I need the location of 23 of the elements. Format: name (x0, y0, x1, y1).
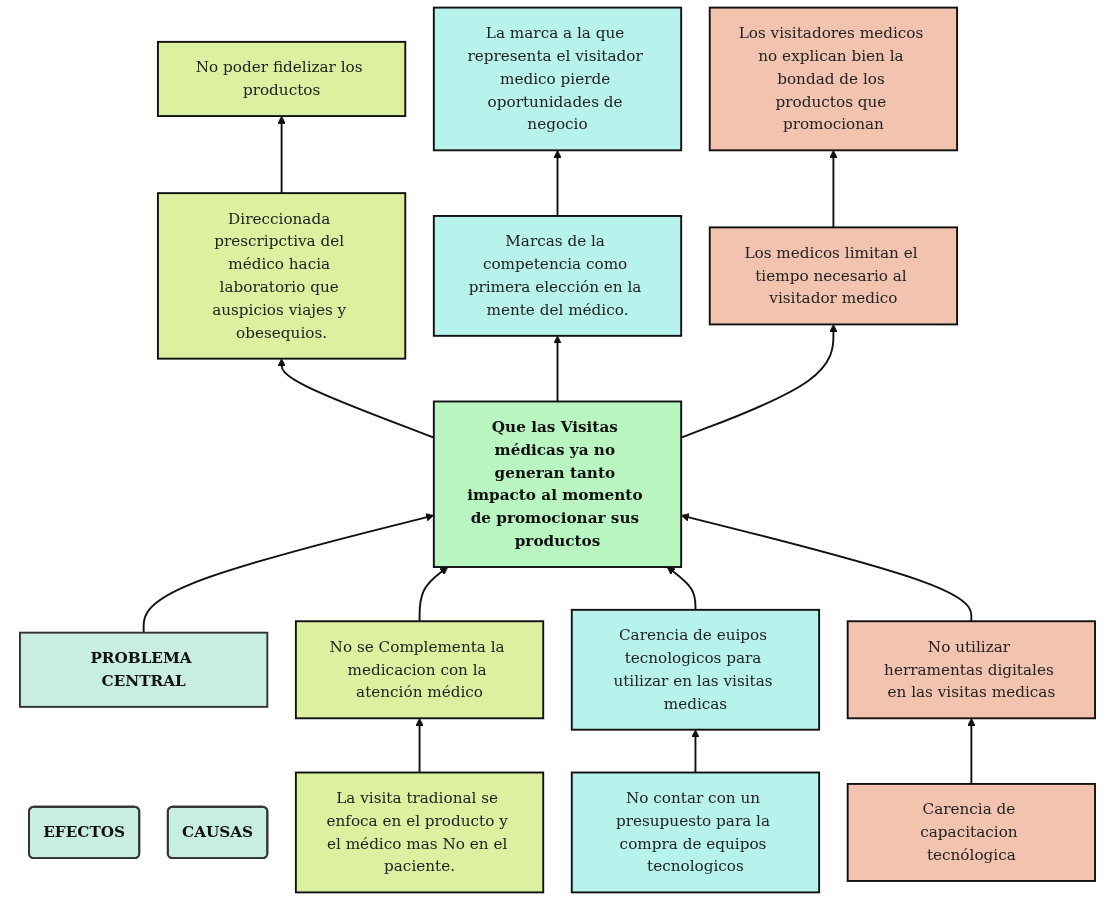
arrow (691, 729, 700, 774)
node-box: Los medicos limitan el tiempo necesario al visitador medico (708, 226, 959, 326)
arrow (277, 115, 286, 195)
node-box: Los visitadores medicos no explican bien la bondad de los productos que promocionan (708, 6, 959, 152)
arrow (415, 717, 424, 774)
node-box: Carencia de euipos tecnologicos para utilizar en las visitas medicas (570, 608, 821, 731)
node-box: Direccionada prescripctiva del médico hacia laboratorio que auspicios viajes y obesequios. (156, 192, 407, 360)
arrow (967, 717, 976, 785)
node-box: La marca a la que representa el visitador medico pierde oportunidades de negocio (432, 6, 683, 152)
node-box: No utilizar herramentas digitales en las visitas medicas (846, 620, 1096, 720)
arrow (418, 566, 449, 623)
node-box: PROBLEMA CENTRAL (19, 631, 269, 708)
node-box: No poder fidelizar los productos (156, 40, 407, 117)
node-box: No contar con un presupuesto para la compra de equipos tecnologicos (570, 771, 821, 894)
node-box: No se Complementa la medicacion con la atención médico (294, 620, 545, 720)
node-box: La visita tradional se enfoca en el producto y el médico mas No en el paciente. (294, 771, 545, 894)
arrow (553, 149, 562, 217)
arrow (666, 566, 697, 611)
node-box: Que las Visitas médicas ya no generan tanto impacto al momento de promocionar sus productos (432, 400, 683, 568)
arrow (829, 149, 838, 229)
node-box: Marcas de la competencia como primera elección en la mente del médico. (432, 215, 683, 337)
node-box: Carencia de capacitacion tecnólogica (846, 782, 1096, 882)
arrow (553, 335, 562, 403)
